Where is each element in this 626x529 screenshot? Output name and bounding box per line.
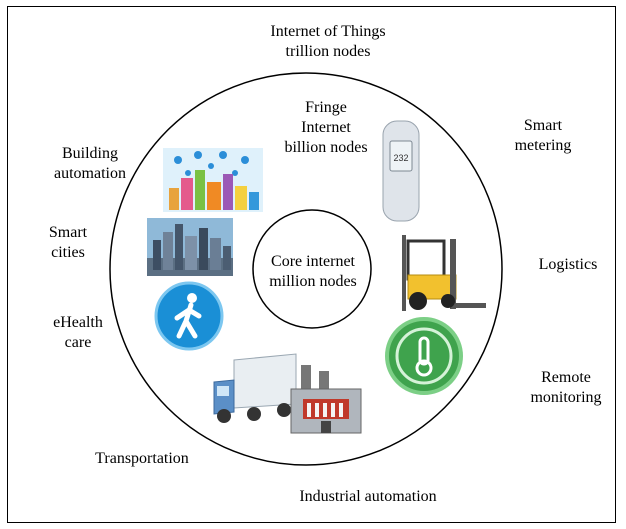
middle-ring-count: billion nodes <box>284 139 368 156</box>
remote-monitoring-line1: Remote <box>541 369 591 386</box>
building-automation-label: Building automation <box>40 144 140 184</box>
middle-ring-title-1: Fringe <box>305 99 347 116</box>
building-automation-line2: automation <box>54 165 126 182</box>
middle-ring-label: Fringe Internet billion nodes <box>276 98 376 158</box>
factory-icon <box>290 365 362 434</box>
smart-metering-line2: metering <box>514 137 572 154</box>
walking-person-icon <box>154 281 224 351</box>
outer-ring <box>109 72 503 466</box>
remote-monitoring-label: Remote monitoring <box>516 368 616 408</box>
thermometer-icon <box>385 317 463 395</box>
smart-meter-icon: 232 <box>382 120 420 222</box>
smart-metering-label: Smart metering <box>488 116 598 156</box>
core-ring-label: Core internet million nodes <box>258 252 368 292</box>
meter-display-value: 232 <box>393 153 408 163</box>
ehealth-label: eHealth care <box>38 313 118 353</box>
outer-ring-label: Internet of Things trillion nodes <box>230 22 426 62</box>
industrial-automation-label: Industrial automation <box>299 488 437 505</box>
ehealth-line2: care <box>64 334 92 351</box>
truck-icon <box>213 353 297 423</box>
middle-ring-title-2: Internet <box>301 119 351 136</box>
smart-cities-line2: cities <box>51 244 85 261</box>
core-ring-title: Core internet <box>271 253 355 270</box>
logistics-label: Logistics <box>538 256 598 273</box>
core-ring <box>252 209 372 329</box>
outer-ring-count: trillion nodes <box>285 43 371 60</box>
transportation-label: Transportation <box>95 450 189 467</box>
ehealth-line1: eHealth <box>53 314 103 331</box>
remote-monitoring-line2: monitoring <box>530 389 602 406</box>
building-automation-line1: Building <box>61 145 118 162</box>
diagram-frame <box>7 6 616 523</box>
smart-metering-line1: Smart <box>523 117 563 134</box>
city-buildings-icon <box>163 148 263 212</box>
city-skyline-photo-icon <box>147 218 233 276</box>
outer-ring-title: Internet of Things <box>270 23 386 40</box>
core-ring-count: million nodes <box>269 273 357 290</box>
smart-cities-label: Smart cities <box>28 223 108 263</box>
smart-cities-line1: Smart <box>48 224 88 241</box>
forklift-icon <box>402 235 486 311</box>
